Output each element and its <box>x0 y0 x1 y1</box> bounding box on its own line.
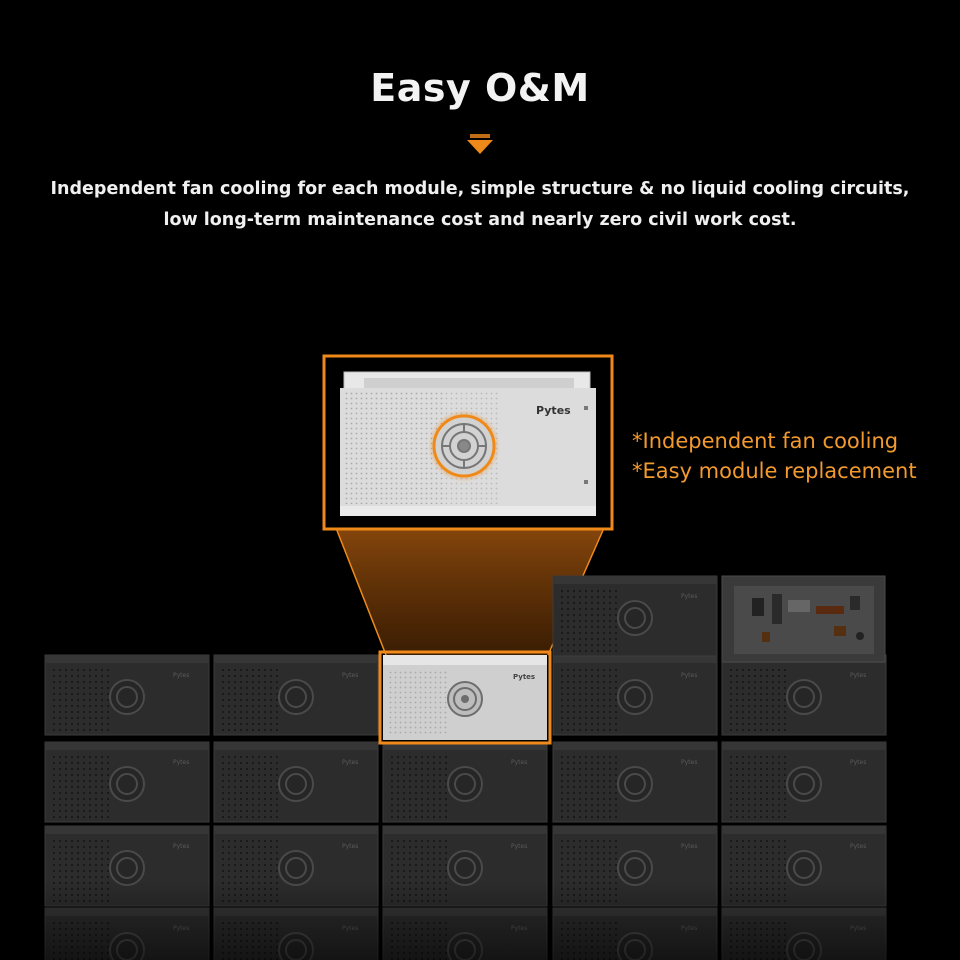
svg-text:Pytes: Pytes <box>173 843 189 850</box>
description: Independent fan cooling for each module,… <box>0 174 960 236</box>
svg-text:Pytes: Pytes <box>681 672 697 679</box>
svg-text:Pytes: Pytes <box>173 672 189 679</box>
battery-module-1-2: Pytes <box>382 741 548 823</box>
feature-module-replacement: *Easy module replacement <box>632 459 917 483</box>
feature-fan-cooling: *Independent fan cooling <box>632 429 899 453</box>
module-brand-label: Pytes <box>536 404 571 417</box>
battery-module-1-1: Pytes <box>213 741 379 823</box>
battery-module-0-3: Pytes <box>552 654 718 736</box>
fan-grille-icon <box>441 423 487 469</box>
battery-module-top-3: Pytes <box>552 575 718 657</box>
svg-text:Pytes: Pytes <box>850 759 866 766</box>
svg-text:Pytes: Pytes <box>342 672 358 679</box>
svg-text:Pytes: Pytes <box>511 759 527 766</box>
control-box <box>721 575 886 663</box>
svg-text:Pytes: Pytes <box>850 672 866 679</box>
title-arrow-stem <box>470 134 490 138</box>
svg-text:Pytes: Pytes <box>342 759 358 766</box>
feature-callouts: *Independent fan cooling *Easy module re… <box>632 426 917 486</box>
svg-text:Pytes: Pytes <box>513 673 535 681</box>
svg-text:Pytes: Pytes <box>342 843 358 850</box>
svg-text:Pytes: Pytes <box>681 843 697 850</box>
svg-text:Pytes: Pytes <box>173 759 189 766</box>
description-line-1: Independent fan cooling for each module,… <box>50 179 910 199</box>
page-title: Easy O&M <box>370 66 590 110</box>
battery-module-0-0: Pytes <box>44 654 210 736</box>
enlarged-module: Pytes <box>322 354 614 531</box>
svg-text:Pytes: Pytes <box>511 843 527 850</box>
battery-module-1-0: Pytes <box>44 741 210 823</box>
projection-beam <box>336 528 604 655</box>
battery-module-0-1: Pytes <box>213 654 379 736</box>
chevron-down-arrow-icon <box>467 140 493 154</box>
svg-text:Pytes: Pytes <box>681 593 697 600</box>
battery-module-1-4: Pytes <box>721 741 887 823</box>
svg-text:Pytes: Pytes <box>850 843 866 850</box>
battery-module-1-3: Pytes <box>552 741 718 823</box>
svg-text:Pytes: Pytes <box>681 759 697 766</box>
bottom-fade <box>0 880 960 960</box>
highlighted-module-in-stack: Pytes <box>378 650 552 745</box>
battery-module-0-4: Pytes <box>721 654 887 736</box>
description-line-2: low long-term maintenance cost and nearl… <box>163 210 797 230</box>
